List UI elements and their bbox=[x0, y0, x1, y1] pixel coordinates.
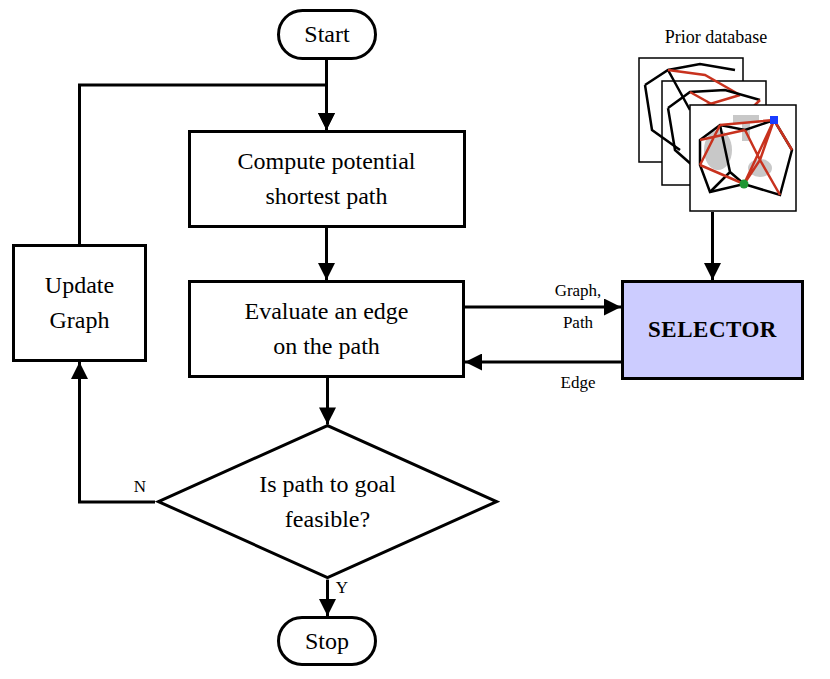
terminal-stop: Stop bbox=[277, 616, 377, 666]
diamond-outline bbox=[155, 424, 500, 579]
flow-arrow bbox=[465, 361, 621, 364]
flow-arrow bbox=[326, 378, 329, 424]
node-label: Compute potential shortest path bbox=[202, 144, 452, 214]
terminal-start: Start bbox=[277, 9, 377, 60]
node-label: Is path to goal feasible? bbox=[248, 467, 408, 537]
edge-label: Graph, Path bbox=[543, 275, 613, 339]
node-label: SELECTOR bbox=[648, 313, 777, 346]
process-box: Compute potential shortest path bbox=[188, 130, 466, 228]
node-label: Start bbox=[304, 17, 349, 52]
edge-label: N bbox=[128, 476, 152, 498]
flow-arrow bbox=[325, 228, 328, 280]
selector-box: SELECTOR bbox=[621, 280, 804, 380]
flow-arrow bbox=[326, 580, 329, 616]
process-box: Update Graph bbox=[12, 244, 147, 362]
edge-label: Y bbox=[330, 577, 354, 599]
flow-arrow bbox=[465, 306, 621, 309]
flow-arrow bbox=[711, 212, 714, 280]
edge-label: Edge bbox=[543, 371, 613, 395]
decision-diamond: Is path to goal feasible? bbox=[155, 424, 500, 579]
node-label: Evaluate an edge on the path bbox=[231, 294, 423, 364]
node-label: Update Graph bbox=[30, 268, 130, 338]
prior-database: Prior database bbox=[632, 22, 800, 212]
process-box: Evaluate an edge on the path bbox=[188, 280, 465, 378]
heading: Prior database bbox=[632, 22, 800, 50]
flow-arrow bbox=[80, 362, 156, 502]
node-label: Stop bbox=[305, 624, 349, 659]
